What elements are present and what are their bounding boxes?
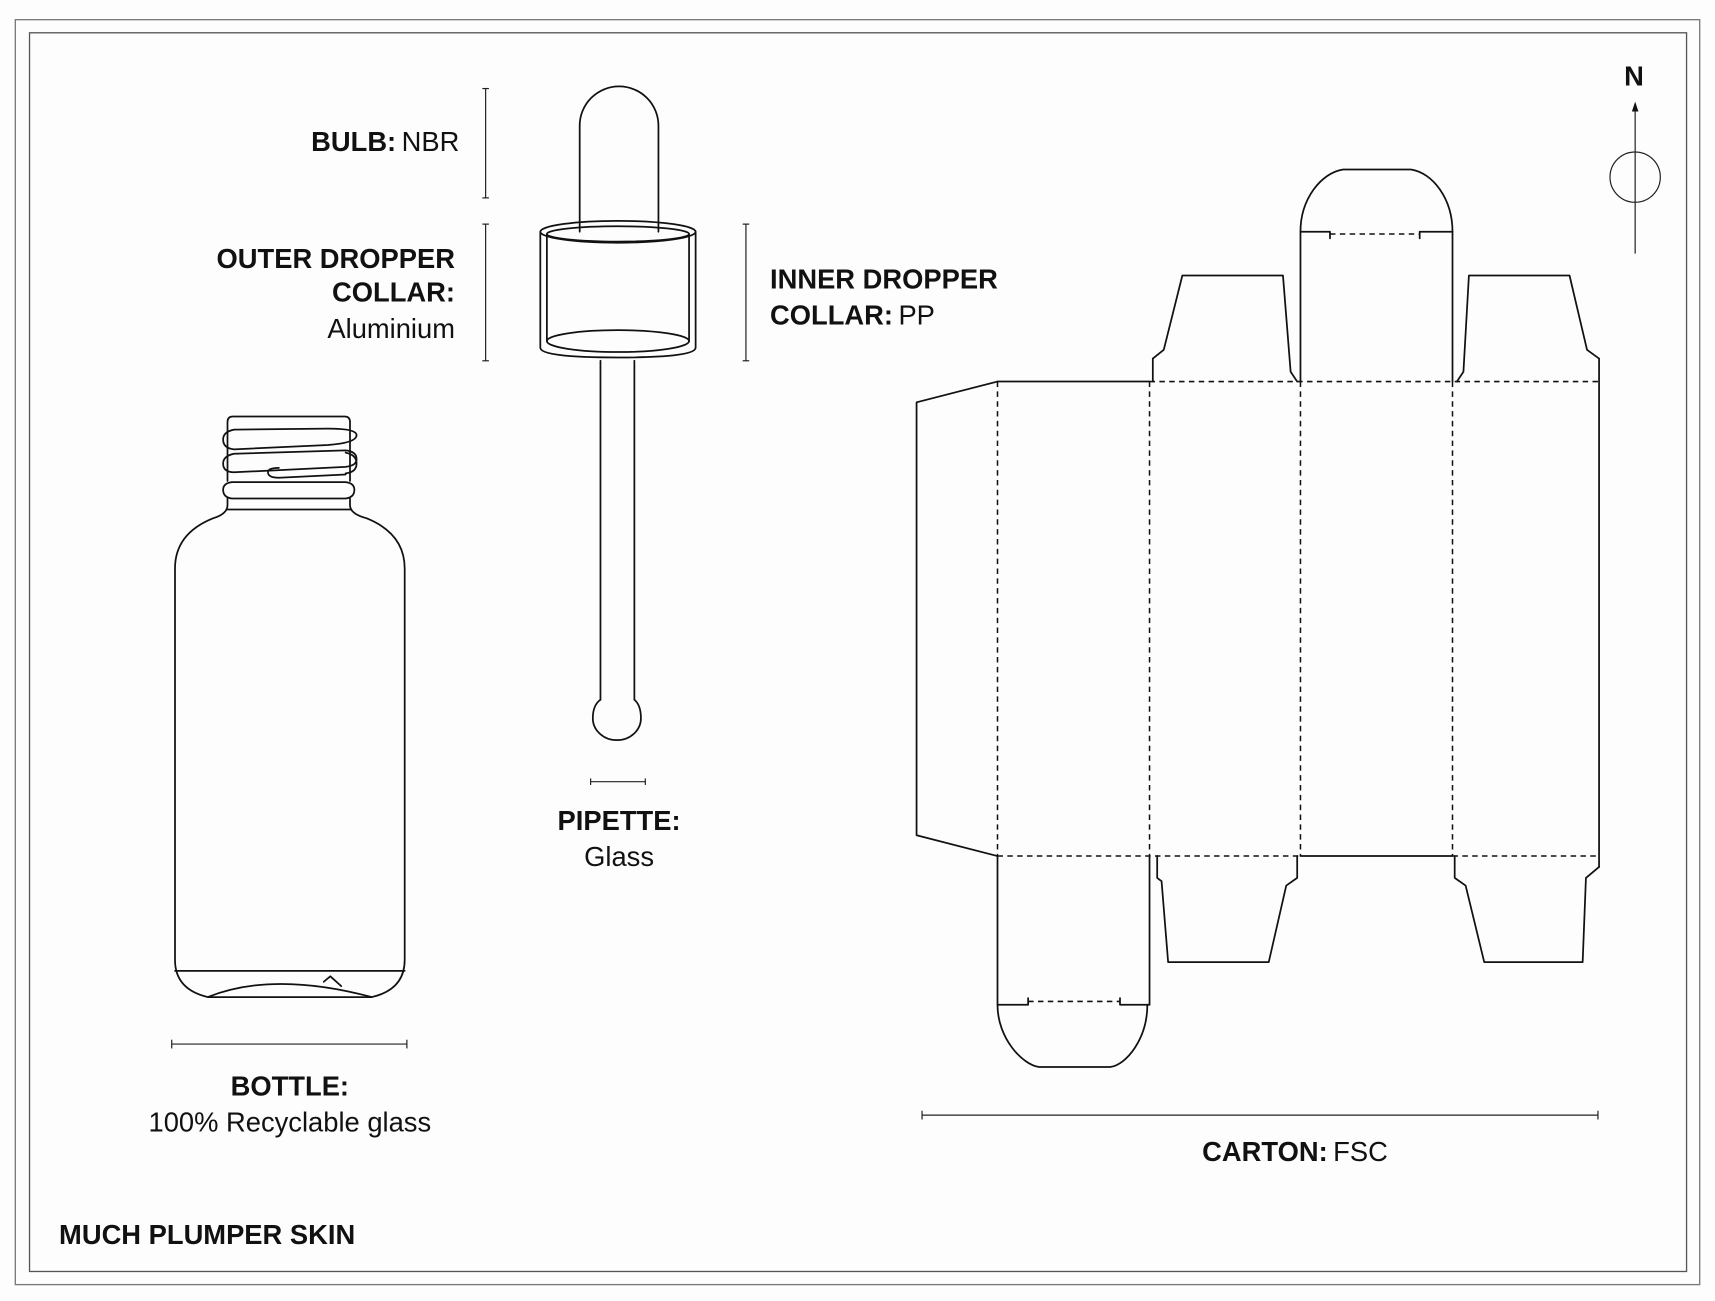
pipette-material: Glass [584,841,654,872]
carton-dieline [915,168,1600,1120]
outer-collar-line2: COLLAR: [332,277,455,308]
carton-label: CARTON:FSC [1202,1136,1388,1167]
inner-collar-line1: INNER DROPPER [770,264,998,295]
compass-north-icon: N [1609,60,1661,254]
pipette-label: PIPETTE: [558,805,681,836]
compass-label: N [1624,60,1644,91]
bulb-material: NBR [402,126,460,157]
inner-collar-line2: COLLAR: [770,300,893,331]
outer-collar-material: Aluminium [327,313,455,344]
carton-name: CARTON: [1202,1136,1328,1167]
outer-frame [14,19,1701,1286]
bottle-label: BOTTLE: [231,1070,349,1101]
bottle-drawing [171,415,408,1049]
outer-collar-line1: OUTER DROPPER [217,243,456,274]
inner-collar-label: COLLAR:PP [770,300,935,331]
inner-collar-material: PP [898,300,934,331]
dropper-drawing [482,85,750,785]
bulb-label: BULB:NBR [311,126,459,157]
bottle-material: 100% Recyclable glass [149,1107,432,1138]
carton-material: FSC [1333,1136,1388,1167]
inner-frame [28,32,1688,1273]
bulb-name: BULB: [311,126,396,157]
brand-title: MUCH PLUMPER SKIN [59,1219,355,1250]
